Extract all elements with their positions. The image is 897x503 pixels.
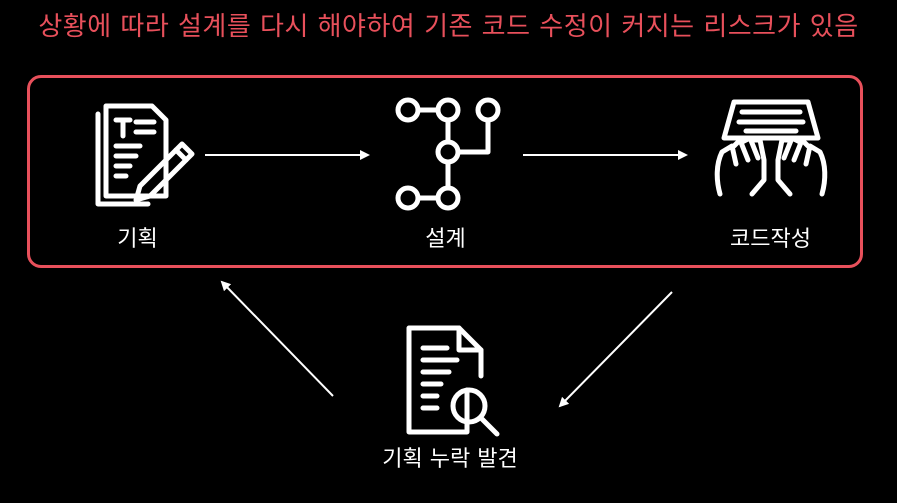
document-magnifier-icon <box>406 325 500 437</box>
stage-label-design: 설계 <box>425 227 466 252</box>
document-pen-icon <box>95 103 194 207</box>
stage-label-discovery: 기획 누락 발견 <box>382 447 518 472</box>
headline: 상황에 따라 설계를 다시 해야하여 기존 코드 수정이 커지는 리스크가 있음 <box>38 12 859 42</box>
stage-discovery: 기획 누락 발견 <box>345 320 555 474</box>
node-graph-icon <box>395 97 500 211</box>
stage-label-coding: 코드작성 <box>730 227 811 252</box>
stage-coding: 코드작성 <box>688 94 853 254</box>
workflow-panel <box>27 75 863 268</box>
arrow-coding-to-discovery <box>558 291 673 408</box>
stage-label-planning: 기획 <box>117 227 158 252</box>
arrow-discovery-to-planning <box>220 280 334 397</box>
stage-planning: 기획 <box>55 94 220 254</box>
stage-design: 설계 <box>368 94 523 254</box>
hands-on-keyboard-icon <box>714 99 827 197</box>
